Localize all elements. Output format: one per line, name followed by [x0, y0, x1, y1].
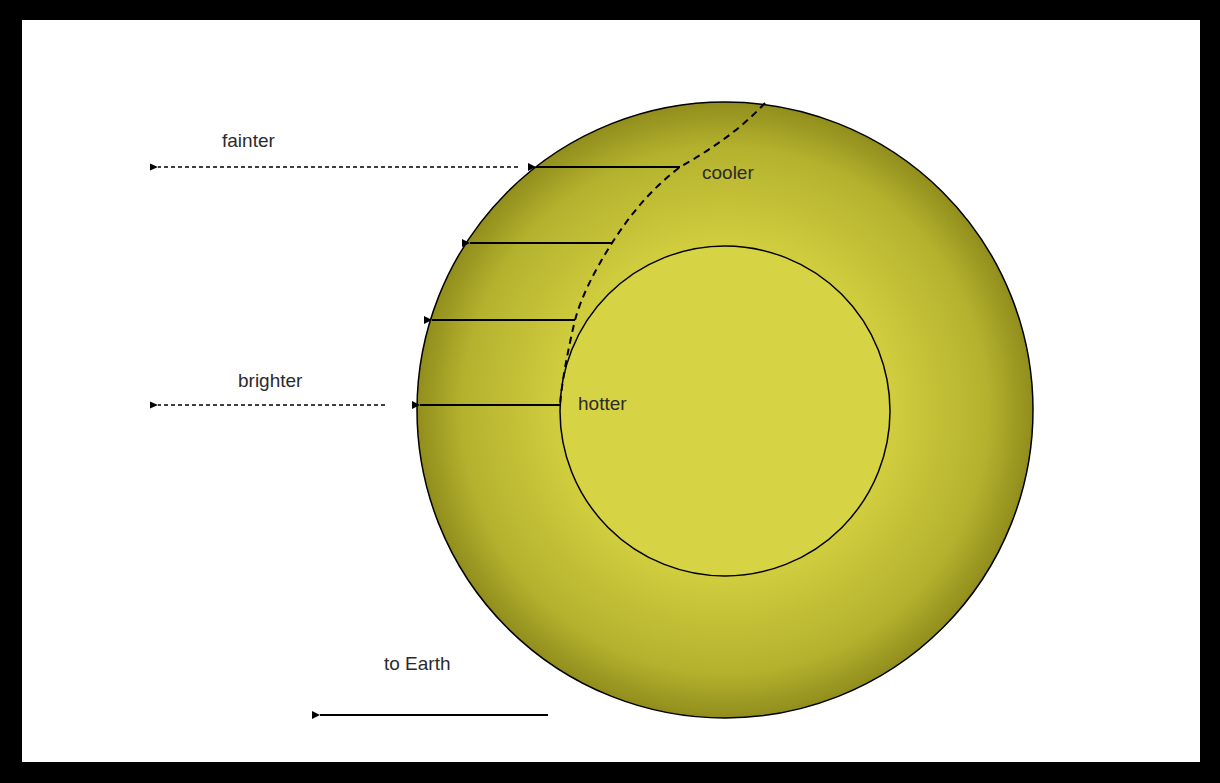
temperature-label: hotter	[578, 393, 627, 416]
optical-depth-curve	[560, 103, 765, 405]
escape-arrows	[158, 167, 518, 405]
star-photosphere	[417, 102, 1033, 718]
direction-label: to Earth	[384, 653, 451, 676]
earth-arrow	[320, 714, 548, 716]
temperature-label: cooler	[702, 162, 754, 185]
direction-label: fainter	[222, 130, 275, 153]
star-core	[560, 246, 890, 576]
direction-label: brighter	[238, 370, 302, 393]
ray-arrows	[420, 167, 680, 405]
